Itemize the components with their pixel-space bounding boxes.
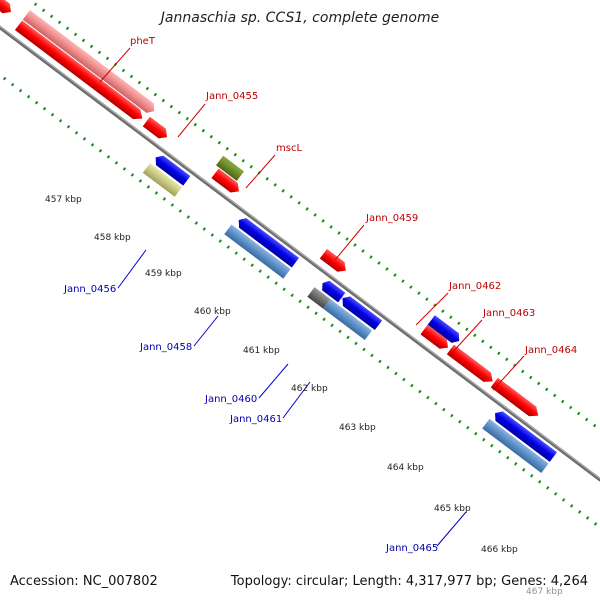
gene-red-1[interactable] — [0, 0, 15, 17]
gene-red-mscl2[interactable] — [211, 168, 242, 196]
gene-red-0455[interactable] — [142, 116, 171, 142]
gene-label-jann-0459[interactable]: Jann_0459 — [365, 213, 418, 224]
leader-0460 — [258, 363, 289, 399]
backbone-highlight — [0, 16, 600, 559]
kbp-label: 457 kbp — [45, 195, 82, 205]
gene-label-jann-0460[interactable]: Jann_0460 — [204, 394, 257, 405]
gene-label-jann-0458[interactable]: Jann_0458 — [139, 342, 192, 353]
leader-0456 — [117, 249, 147, 289]
leader-mscl — [245, 154, 276, 189]
outer-tick-ring — [9, 0, 600, 529]
gene-blue-0456[interactable] — [152, 153, 191, 186]
gene-label-mscl[interactable]: mscL — [276, 143, 302, 154]
leader-0462 — [415, 292, 449, 326]
kbp-label: 458 kbp — [94, 233, 131, 243]
gene-label-jann-0464[interactable]: Jann_0464 — [524, 345, 577, 356]
accession-text: Accession: NC_007802 — [10, 574, 158, 589]
kbp-label: 460 kbp — [194, 307, 231, 317]
gene-blue-0460[interactable] — [319, 278, 346, 303]
gene-red-long[interactable] — [14, 20, 146, 123]
gene-label-jann-0456[interactable]: Jann_0456 — [63, 284, 116, 295]
gene-blue-0462[interactable] — [427, 315, 463, 346]
leader-0463 — [450, 319, 483, 355]
forward-gene-labels: pheT Jann_0455 mscL Jann_0459 Jann_0462 … — [130, 36, 577, 356]
leader-0465 — [436, 511, 467, 547]
gene-red-0463[interactable] — [446, 344, 497, 386]
reverse-genes — [142, 153, 557, 474]
genome-backbone — [0, 16, 600, 561]
topology-text: Topology: circular; Length: 4,317,977 bp… — [230, 574, 588, 589]
gene-label-jann-0465[interactable]: Jann_0465 — [385, 543, 438, 554]
gene-red-0459[interactable] — [319, 248, 350, 275]
leader-phet — [99, 47, 131, 83]
gene-label-jann-0455[interactable]: Jann_0455 — [205, 91, 258, 102]
gene-blue-0458[interactable] — [235, 215, 300, 268]
gene-steel-0458[interactable] — [224, 224, 291, 279]
gene-label-jann-0462[interactable]: Jann_0462 — [448, 281, 501, 292]
gene-gray-0460[interactable] — [307, 287, 331, 309]
gene-label-jann-0461[interactable]: Jann_0461 — [229, 414, 282, 425]
kbp-label: 466 kbp — [481, 545, 518, 555]
leader-0455 — [177, 103, 206, 138]
kbp-label: 464 kbp — [387, 463, 424, 473]
kbp-label: 462 kbp — [291, 384, 328, 394]
gene-steel-0465[interactable] — [482, 418, 549, 474]
inner-tick-ring — [0, 46, 600, 591]
gene-red-0462[interactable] — [420, 324, 451, 353]
kbp-label: 467 kbp — [526, 587, 563, 597]
reverse-gene-labels: Jann_0456 Jann_0458 Jann_0460 Jann_0461 … — [63, 284, 438, 554]
gene-steel-0461[interactable] — [323, 299, 373, 341]
gene-pink-phet[interactable] — [22, 10, 158, 116]
gene-blue-0461[interactable] — [339, 293, 383, 331]
kbp-label: 463 kbp — [339, 423, 376, 433]
kbp-label: 459 kbp — [145, 269, 182, 279]
gene-red-0464[interactable] — [490, 377, 542, 421]
kbp-label: 465 kbp — [434, 504, 471, 514]
gene-label-phet[interactable]: pheT — [130, 36, 156, 47]
leader-0458 — [193, 315, 219, 347]
leader-0464 — [492, 355, 525, 391]
gene-olive-mscl[interactable] — [216, 155, 245, 181]
label-leaders-reverse — [117, 249, 467, 547]
kbp-label: 461 kbp — [243, 346, 280, 356]
map-title: Jannaschia sp. CCS1, complete genome — [160, 10, 440, 26]
gene-label-jann-0463[interactable]: Jann_0463 — [482, 308, 535, 319]
label-leaders — [99, 47, 525, 391]
gene-khaki-0456[interactable] — [142, 163, 182, 197]
gene-blue-0465[interactable] — [491, 408, 557, 462]
kbp-labels: 457 kbp 458 kbp 459 kbp 460 kbp 461 kbp … — [45, 195, 563, 597]
leader-0461 — [282, 381, 311, 419]
leader-0459 — [334, 224, 365, 261]
forward-genes — [0, 0, 542, 421]
